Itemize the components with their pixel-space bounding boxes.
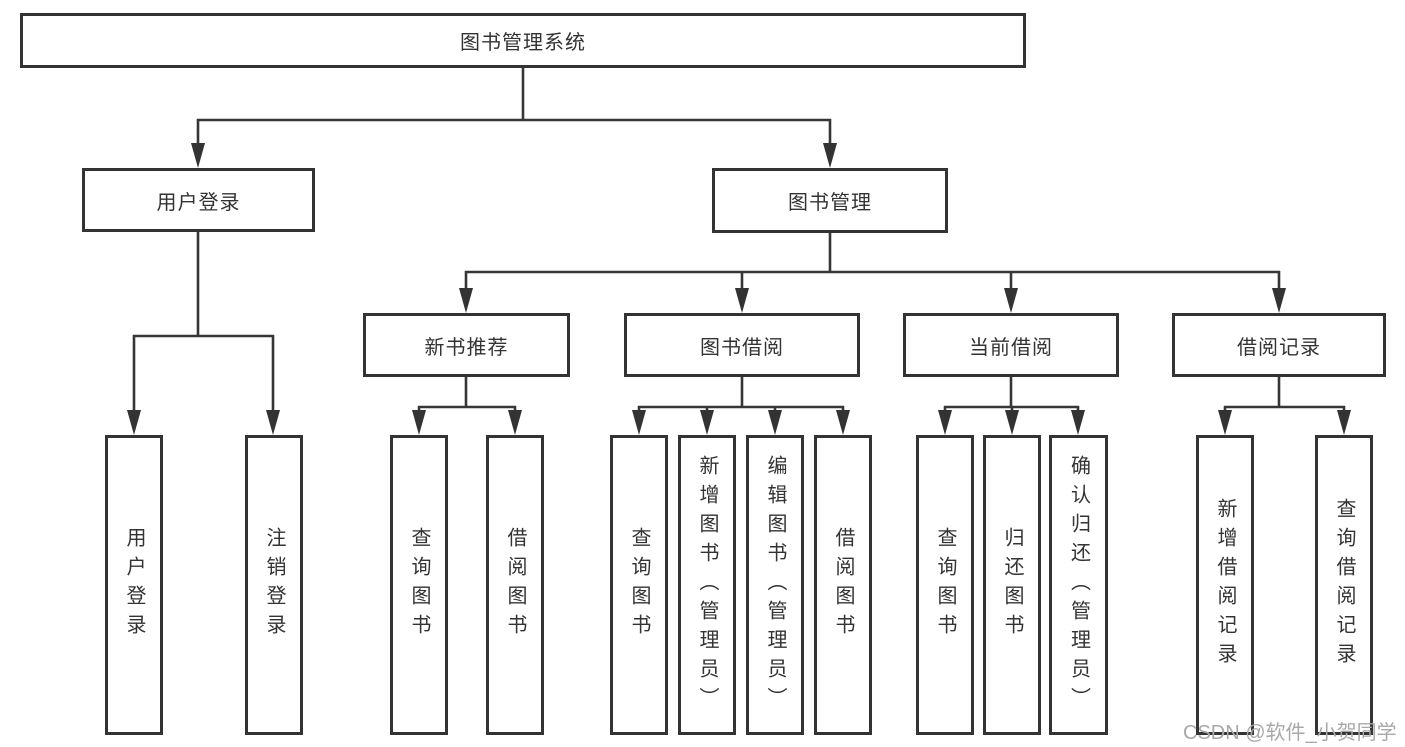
leaf-label: 用户登录 — [123, 527, 145, 643]
leaf-label: 查询借阅记录 — [1333, 498, 1355, 672]
node-user-login: 用户登录 — [82, 168, 315, 232]
leaf-label: 借阅图书 — [504, 527, 526, 643]
leaf-label: 注销登录 — [263, 527, 285, 643]
leaf-query-books-1: 查询图书 — [390, 435, 448, 735]
leaf-label: 查询图书 — [408, 527, 430, 643]
leaf-label: 新增图书（管理员） — [696, 454, 718, 716]
node-new-book-recommend: 新书推荐 — [363, 313, 570, 377]
node-root: 图书管理系统 — [20, 13, 1026, 68]
leaf-label: 归还图书 — [1001, 527, 1023, 643]
leaf-label: 编辑图书（管理员） — [764, 454, 786, 716]
leaf-label: 借阅图书 — [832, 527, 854, 643]
leaf-add-book-admin: 新增图书（管理员） — [678, 435, 736, 735]
leaf-borrow-books-1: 借阅图书 — [486, 435, 544, 735]
node-borrow-records: 借阅记录 — [1172, 313, 1386, 377]
leaf-label: 查询图书 — [628, 527, 650, 643]
leaf-logout: 注销登录 — [245, 435, 303, 735]
node-book-borrow: 图书借阅 — [624, 313, 860, 377]
leaf-query-borrow-record: 查询借阅记录 — [1315, 435, 1373, 735]
csdn-watermark: CSDN @软件_小贺同学 — [1183, 722, 1397, 744]
leaf-edit-book-admin: 编辑图书（管理员） — [746, 435, 804, 735]
node-book-management: 图书管理 — [712, 168, 948, 233]
leaf-query-books-3: 查询图书 — [916, 435, 974, 735]
leaf-label: 查询图书 — [934, 527, 956, 643]
leaf-user-login: 用户登录 — [105, 435, 163, 735]
leaf-confirm-return-admin: 确认归还（管理员） — [1049, 435, 1108, 735]
leaf-query-books-2: 查询图书 — [610, 435, 668, 735]
node-current-borrow: 当前借阅 — [903, 313, 1119, 377]
leaf-return-books: 归还图书 — [983, 435, 1041, 735]
leaf-label: 确认归还（管理员） — [1067, 454, 1090, 716]
leaf-add-borrow-record: 新增借阅记录 — [1196, 435, 1254, 735]
leaf-label: 新增借阅记录 — [1214, 498, 1236, 672]
leaf-borrow-books-2: 借阅图书 — [814, 435, 872, 735]
